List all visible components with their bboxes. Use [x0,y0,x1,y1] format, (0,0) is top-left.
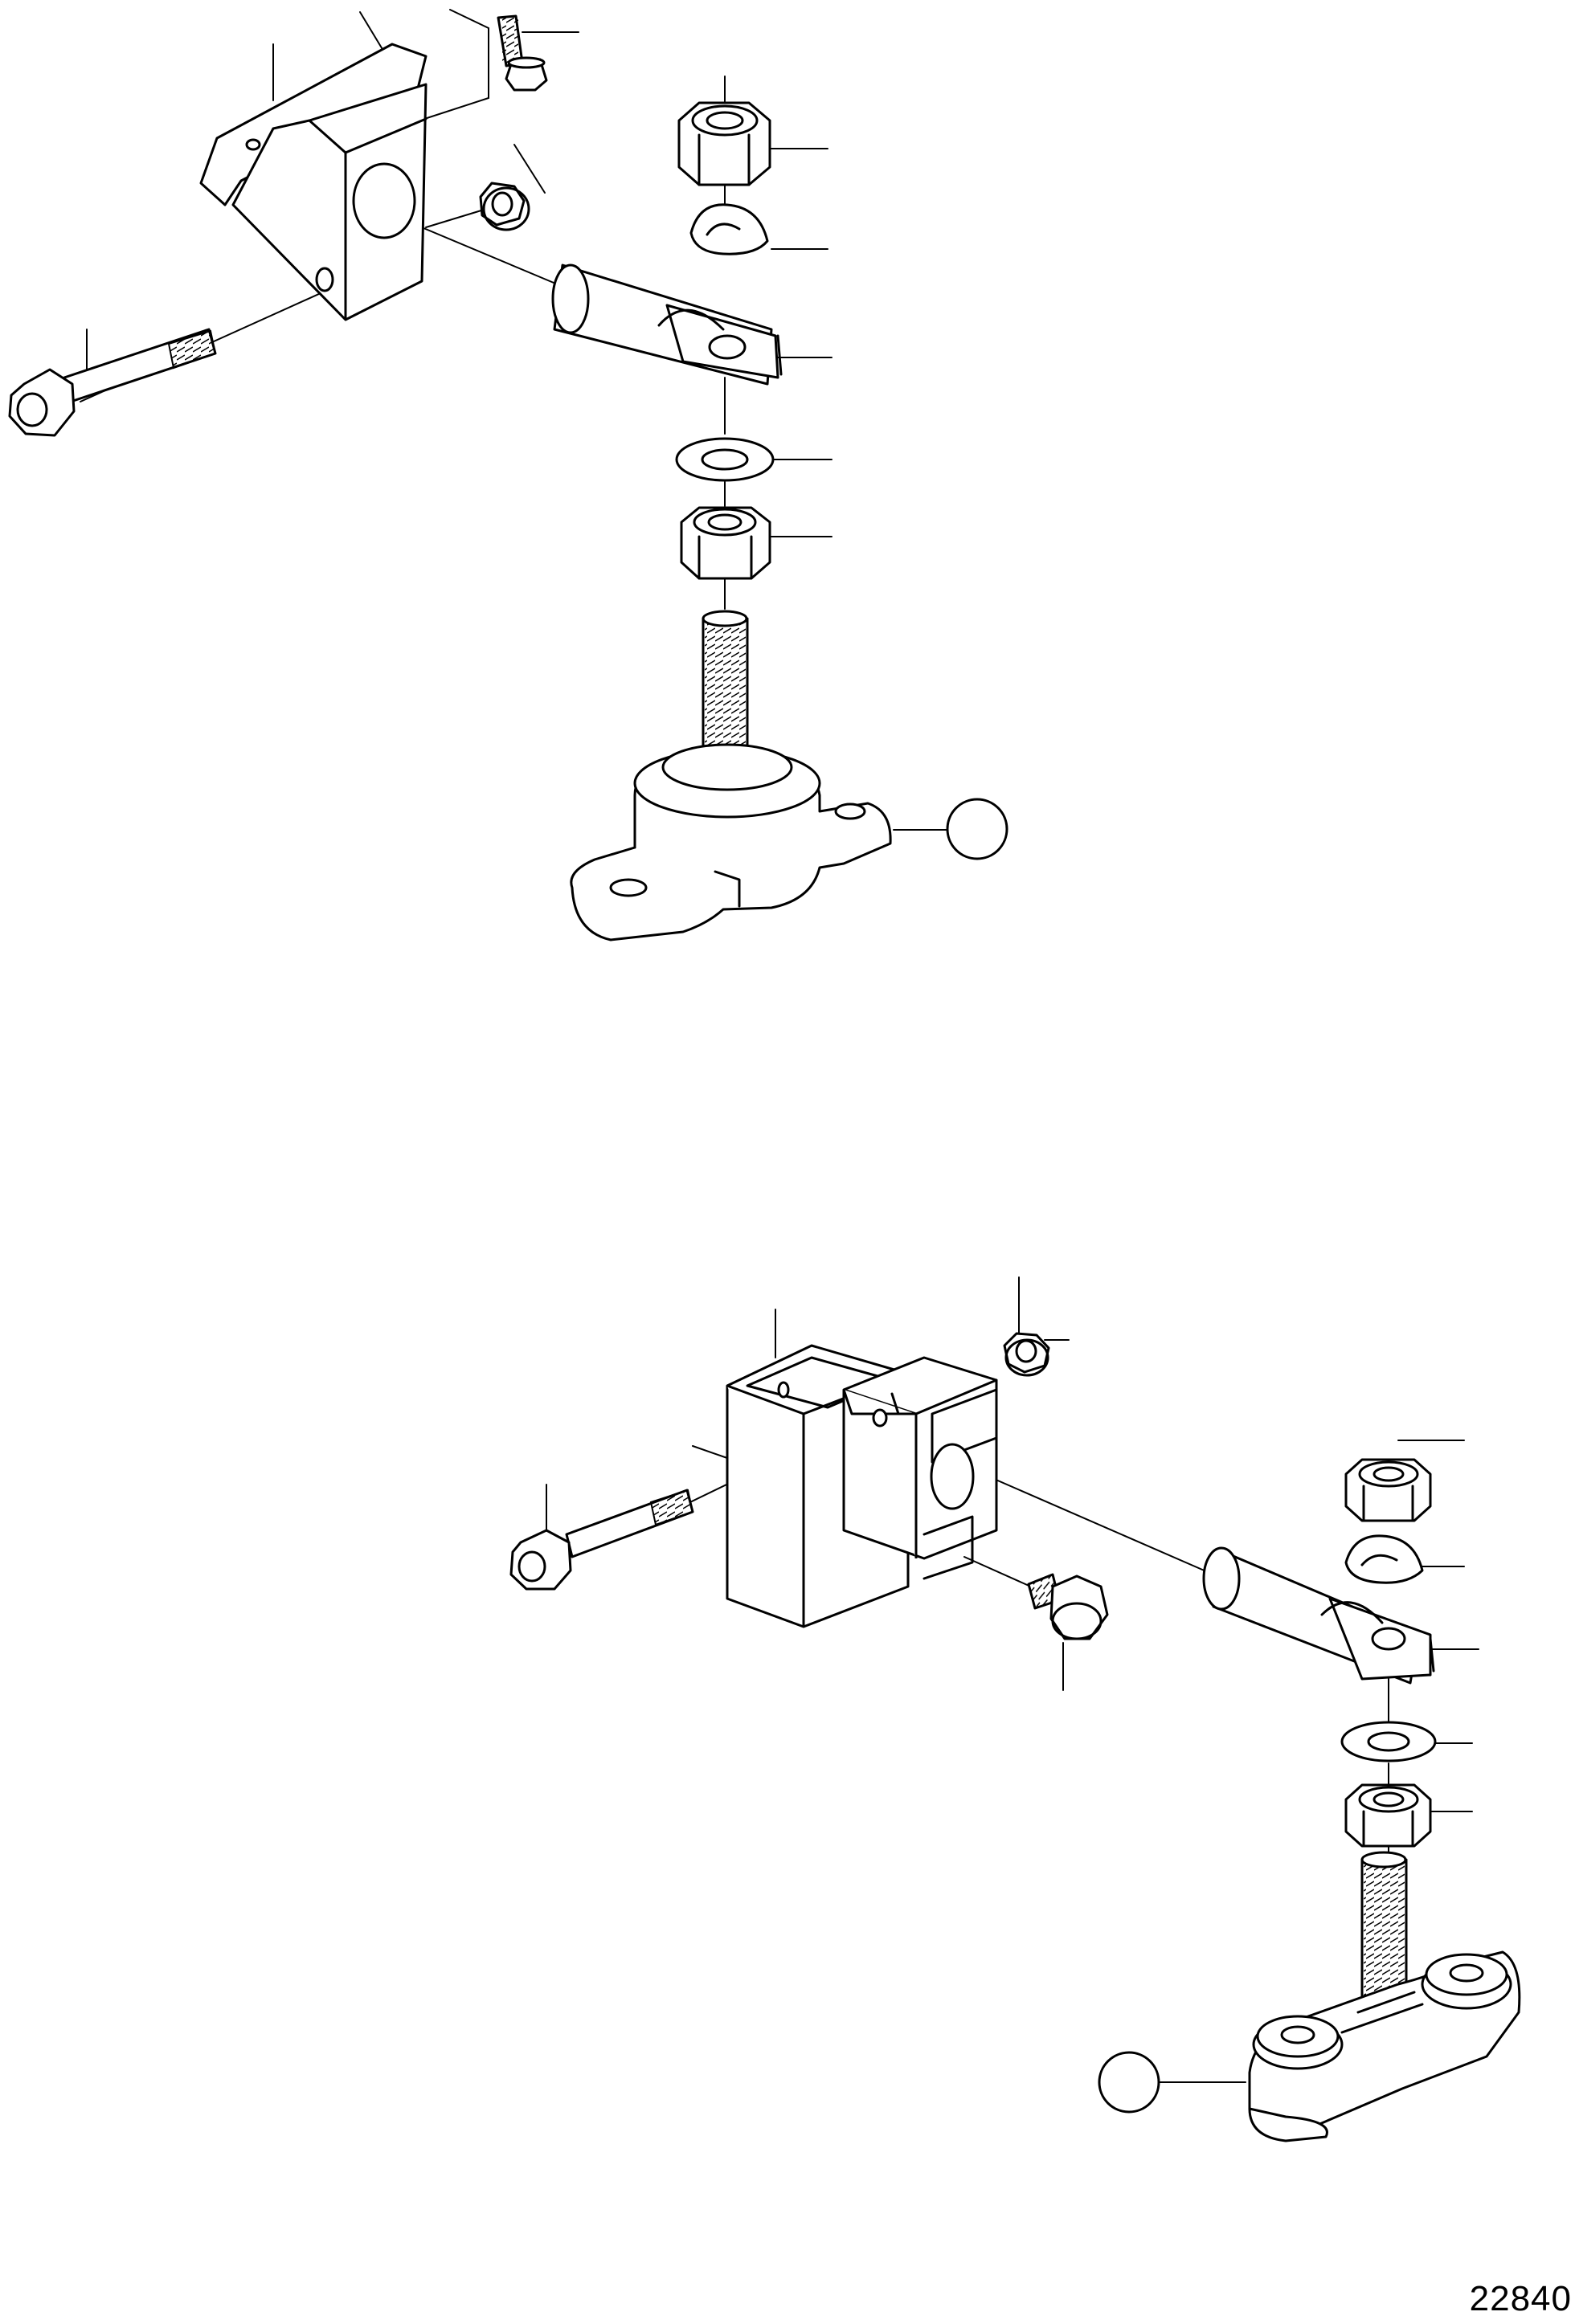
upper-top-nut [677,101,771,186]
lower-short-bolt [1027,1573,1109,1640]
lower-long-bolt [509,1489,694,1591]
lower-callout-circle [1098,2051,1160,2114]
lower-top-nut [1344,1458,1432,1522]
upper-lower-nut [680,506,771,580]
drawing-number: 22840 [1469,2279,1572,2318]
upper-flange-nut [479,182,530,231]
lower-engine-mount [509,1276,1521,2142]
lower-lower-nut [1344,1783,1432,1848]
lower-rubber-mount [1248,1851,1521,2142]
upper-flange-bolt [497,14,548,92]
lower-flange-nut [1003,1332,1050,1377]
lower-flat-washer [1340,1721,1437,1762]
upper-rubber-mount [570,610,892,941]
upper-bracket [199,43,428,321]
upper-d-washer [689,203,769,255]
upper-eye-rod [551,263,783,386]
lower-bracket [726,1344,998,1628]
lower-d-washer [1344,1534,1424,1584]
upper-long-bolt [8,328,217,437]
lower-eye-rod [1202,1546,1435,1685]
upper-leader-lines [80,9,947,831]
upper-callout-circle [946,798,1008,860]
lower-leader-lines [546,1276,1479,2083]
upper-engine-mount [8,9,1008,941]
upper-flat-washer [675,437,775,482]
